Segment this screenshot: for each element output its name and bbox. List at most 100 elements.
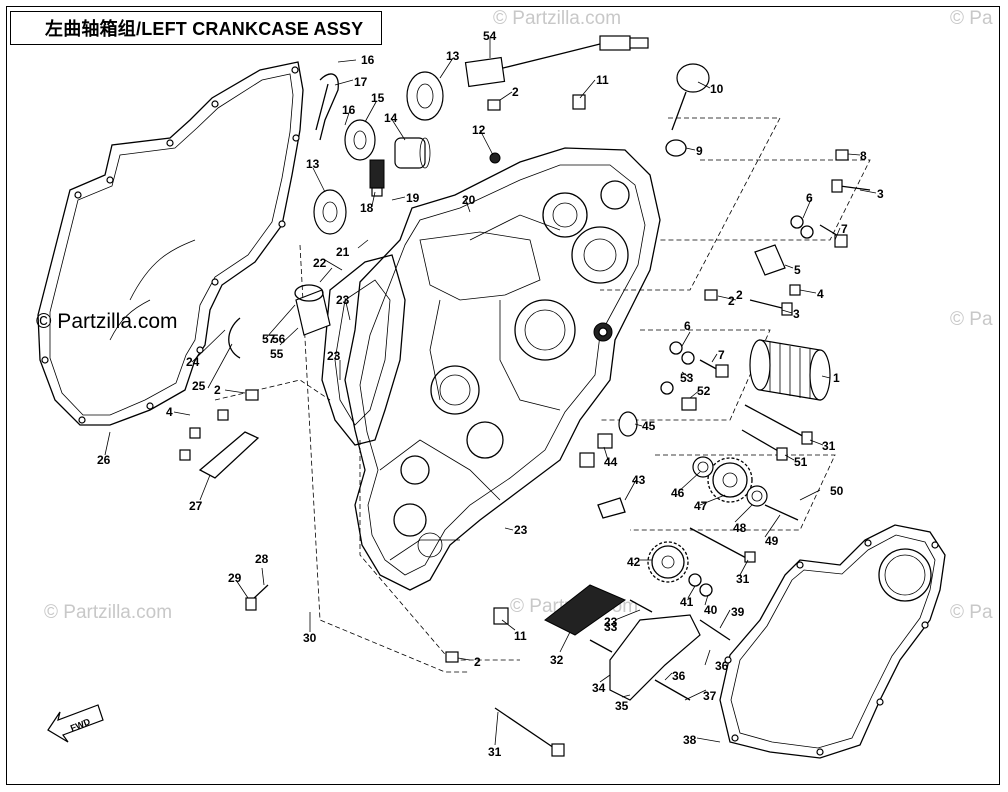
retainer-plate [198,431,260,479]
callout-label: 26 [97,453,111,467]
left-crankcase-gasket [37,61,304,426]
long-bolt [494,707,565,757]
callout-label: 53 [680,371,694,385]
stud [589,599,731,701]
callout-label: 41 [680,595,694,609]
dowel-pin [704,289,718,301]
callout-label: 57 [262,332,276,346]
callout-label: 17 [354,75,368,89]
callout-label: 47 [694,499,708,513]
callout-label: 46 [671,486,685,500]
callout-label: 14 [384,111,398,125]
washer [800,225,814,239]
stud-bolt [689,527,756,563]
callout-label: 44 [604,455,618,469]
callout-label: 5 [794,263,801,277]
callout-label: 13 [446,49,460,63]
bearing [406,71,444,121]
callout-label: 31 [822,439,836,453]
callout-label: 2 [736,288,743,302]
bolt [749,299,793,316]
callout-label: 2 [728,294,735,308]
callout-label: 7 [841,222,848,236]
dowel-pin [487,99,501,111]
callout-label: 23 [514,523,528,537]
callout-label: 23 [604,615,618,629]
fwd-arrow: FWD [47,704,104,743]
callout-label: 50 [830,484,844,498]
callout-label: 21 [336,245,350,259]
bracket-plate [609,614,701,701]
bearing [313,189,347,235]
bolt [699,359,729,378]
breather-hose [319,73,339,141]
callout-label: 36 [715,659,729,673]
callout-label: 11 [596,73,609,87]
diagram-frame [6,6,1000,785]
bolt [179,449,191,461]
callout-label: 2 [512,85,519,99]
bearing [746,485,768,507]
callout-label: 48 [733,521,747,535]
callout-label: 42 [627,555,641,569]
bearing [692,456,714,478]
callout-label: 55 [270,347,284,361]
callout-label: 52 [697,384,711,398]
shaft [764,504,799,521]
bolt [681,397,697,411]
callout-label: 56 [272,332,286,346]
callout-label: 7 [718,348,725,362]
collar [294,284,331,336]
callout-label: 25 [192,379,206,393]
washer [699,583,713,597]
watermark: © Pa [950,602,993,623]
bolt [217,409,229,421]
callout-label: 3 [793,307,800,321]
sleeve [579,433,613,468]
callout-label: 38 [683,733,697,747]
bolt [189,427,201,439]
callout-label: 24 [186,355,200,369]
callout-label: 6 [684,319,691,333]
oil-strainer [544,584,627,636]
washer [669,341,683,355]
gear [707,457,753,503]
callout-labels: 1 2 2 2 2 2 3 3 4 4 5 6 6 7 7 8 9 10 11 … [97,29,884,759]
callout-label: 2 [474,655,481,669]
callout-leaders [104,38,877,746]
dowel-pin [835,149,849,161]
callout-label: 3 [877,187,884,201]
callout-label: 43 [632,473,646,487]
breather-hose-inner [315,83,329,131]
stud-bolt [744,404,813,445]
callout-label: 23 [327,349,341,363]
callout-label: 27 [189,499,203,513]
callout-label: 4 [817,287,824,301]
callout-label: 11 [514,629,527,643]
seal [228,317,241,359]
dowel-pin [245,389,259,401]
washer [681,351,695,365]
watermark: © Partzilla.com [493,8,621,29]
callout-label: 31 [736,572,750,586]
plug [489,152,501,164]
callout-label: 29 [228,571,242,585]
callout-label: 15 [371,91,385,105]
spring [572,94,586,110]
callout-label: 9 [696,144,703,158]
left-crankcase-cover-panel [321,254,406,446]
watermark: © Partzilla.com [36,310,178,333]
callout-label: 39 [731,605,745,619]
bolt [831,179,871,193]
callout-label: 16 [342,103,356,117]
callout-label: 2 [214,383,221,397]
title-box: 左曲轴箱组/LEFT CRANKCASE ASSY [10,11,382,45]
callout-label: 12 [472,123,486,137]
speed-sensor-with-cable [464,35,649,88]
right-cover-gasket [719,524,946,759]
clip [597,497,626,519]
bolt [245,584,269,611]
dowel-pin [445,651,459,663]
washer [660,381,674,395]
